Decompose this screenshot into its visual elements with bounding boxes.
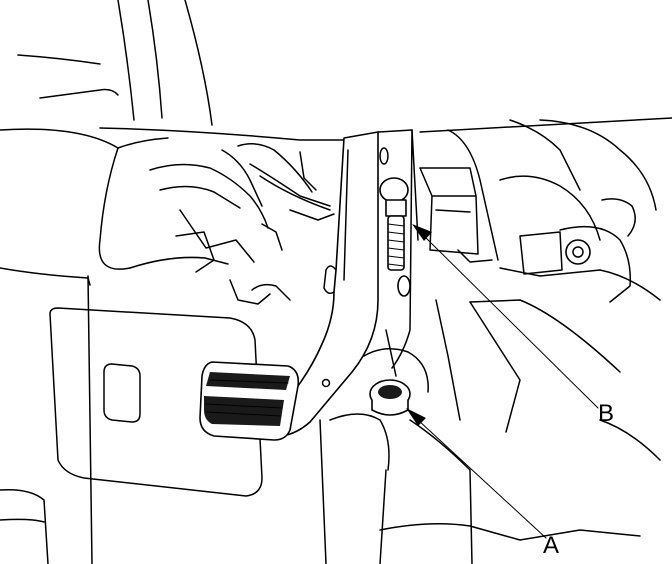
wiring-harness <box>149 143 335 305</box>
callout-label-a: A <box>543 532 560 559</box>
lower-structure <box>319 299 661 564</box>
cushion <box>369 379 411 416</box>
callout-leader-a <box>406 408 547 539</box>
stop-switch <box>379 177 409 271</box>
left-side-panel <box>0 128 229 286</box>
pedal-bracket <box>377 129 419 377</box>
callout-leader-b <box>412 224 599 409</box>
pedal-pad <box>199 361 300 441</box>
right-side-components <box>419 117 672 433</box>
callout-label-b: B <box>598 400 615 427</box>
floor-panel <box>0 275 263 564</box>
upper-left-panel <box>17 0 346 141</box>
